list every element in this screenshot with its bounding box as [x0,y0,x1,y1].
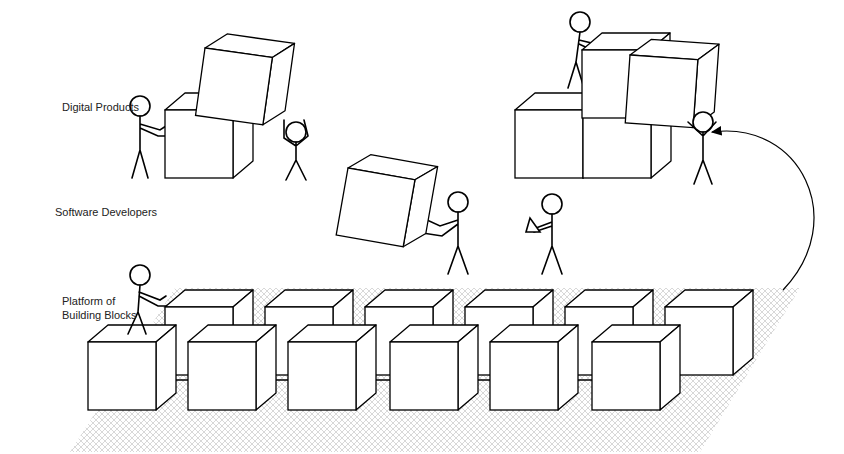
ground-hatch [70,288,800,452]
stick-figure [284,120,308,180]
carried-block [336,151,437,250]
stick-figure [688,112,716,184]
row-label: Platform of Building Blocks [62,294,138,322]
product-left [165,31,295,178]
platform-front-row [88,325,680,410]
row-label: Digital Products [62,100,162,114]
curved-arrow [712,131,814,290]
product-right [515,33,719,178]
row-label: Software Developers [55,205,175,219]
